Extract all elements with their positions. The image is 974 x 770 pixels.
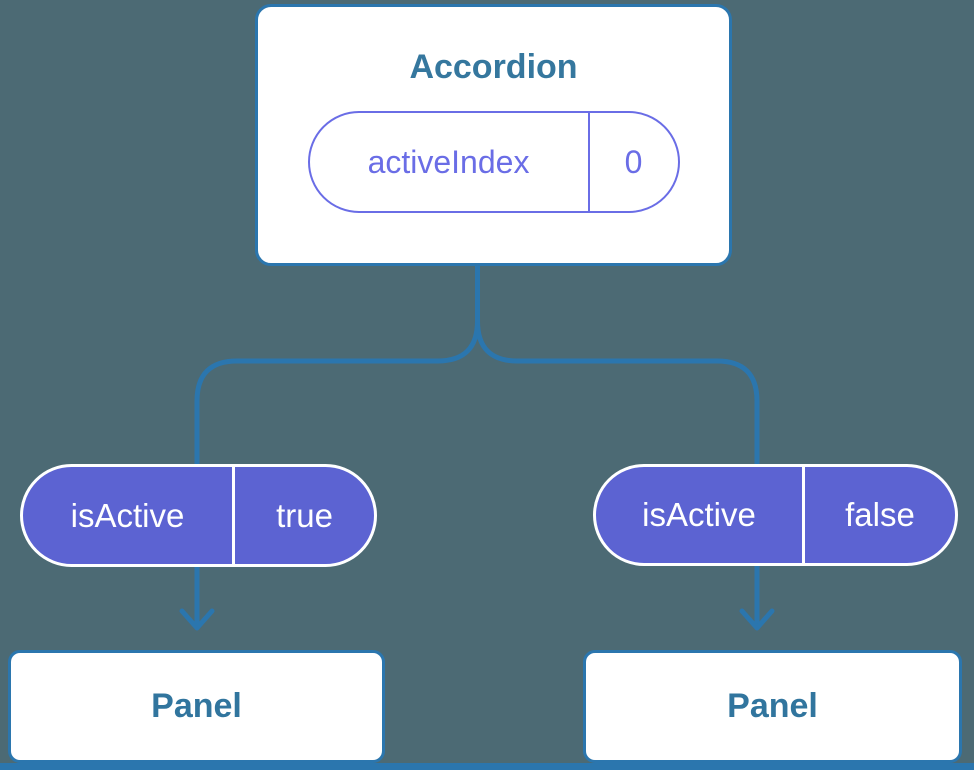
arrow-down-icon	[739, 608, 775, 631]
accordion-node-title: Accordion	[409, 48, 578, 86]
connector-root-to-left-child	[194, 263, 480, 630]
panel-node-left: Panel	[8, 650, 385, 763]
prop-value-label: true	[276, 496, 333, 534]
prop-name-label: isActive	[642, 496, 756, 533]
is-active-false-prop-pill: isActive false	[593, 464, 958, 566]
prop-name-label: isActive	[70, 496, 185, 534]
bottom-rule	[0, 763, 974, 770]
active-index-prop-pill: activeIndex 0	[307, 111, 680, 213]
panel-node-title: Panel	[727, 687, 818, 725]
panel-node-title: Panel	[151, 687, 242, 725]
is-active-true-prop-pill: isActive true	[20, 464, 377, 567]
prop-value-label: 0	[624, 143, 643, 180]
panel-node-right: Panel	[583, 650, 962, 763]
arrow-down-icon	[179, 608, 215, 631]
prop-name-label: activeIndex	[367, 143, 530, 180]
pill-divider	[587, 113, 590, 211]
pill-divider	[232, 467, 235, 564]
pill-divider	[802, 467, 805, 563]
prop-value-label: false	[845, 496, 915, 533]
accordion-node: Accordion activeIndex 0	[255, 4, 732, 266]
connector-root-to-right-child	[475, 263, 760, 630]
